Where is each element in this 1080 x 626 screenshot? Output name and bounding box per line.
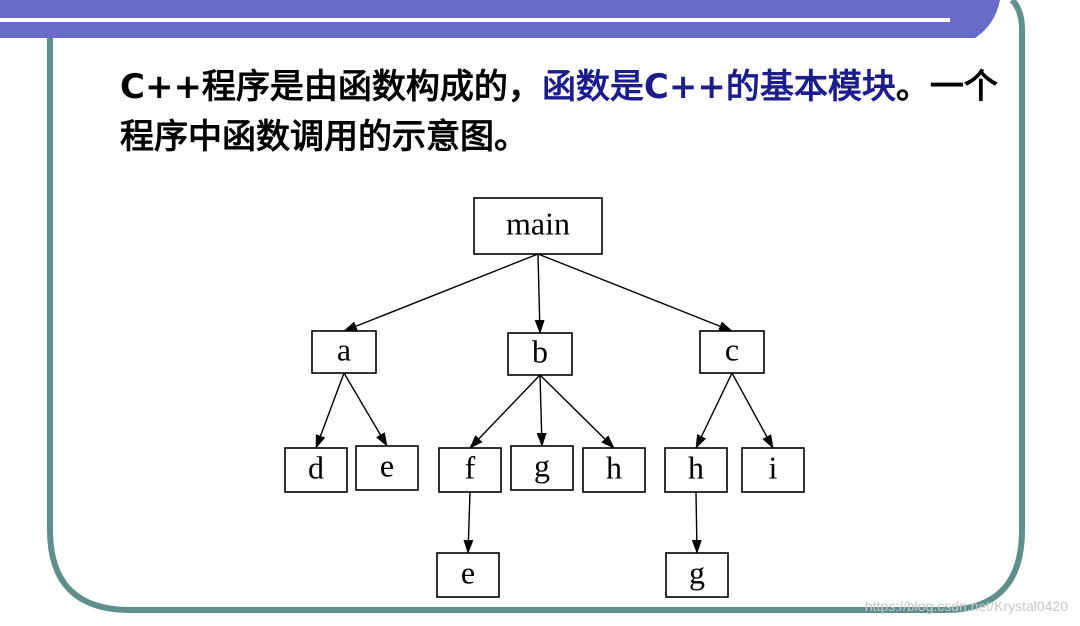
node-label-h_g: g — [689, 554, 705, 590]
node-box-b_g — [510, 445, 574, 491]
node-box-a_e — [355, 445, 419, 491]
node-h_g: g — [665, 552, 729, 598]
edge-c-to-c_i — [731, 372, 774, 449]
edge-a-to-a_e — [343, 372, 388, 447]
node-label-c: c — [725, 331, 739, 367]
node-f_e: e — [436, 552, 500, 598]
watermark: https://blog.csdn.net/Krystal0420 — [864, 598, 1068, 614]
header-line — [0, 18, 950, 22]
edge-b-to-b_f — [469, 374, 541, 449]
node-box-f_e — [436, 552, 500, 598]
node-box-b_h — [582, 447, 646, 493]
node-label-a_d: d — [308, 449, 324, 485]
node-box-a_d — [284, 447, 348, 493]
node-label-b: b — [532, 333, 548, 369]
node-label-main: main — [506, 205, 570, 241]
node-label-c_h: h — [688, 449, 704, 485]
edge-c_h-to-h_g — [691, 491, 702, 554]
node-a_d: d — [284, 447, 348, 493]
edge-b_f-to-f_e — [463, 491, 474, 554]
slide-title: C++程序是由函数构成的，函数是C++的基本模块。一个程序中函数调用的示意图。 — [120, 62, 1020, 162]
edge-main-to-a — [343, 253, 539, 332]
node-box-h_g — [665, 552, 729, 598]
node-b_h: h — [582, 447, 646, 493]
node-label-b_h: h — [606, 449, 622, 485]
node-box-c_i — [741, 447, 805, 493]
edge-a-to-a_d — [315, 372, 345, 449]
node-label-c_i: i — [769, 449, 778, 485]
node-box-a — [311, 330, 377, 374]
edge-c-to-c_h — [695, 372, 733, 449]
node-c_h: h — [664, 447, 728, 493]
node-c: c — [699, 330, 765, 374]
edge-b-to-b_h — [539, 374, 615, 449]
node-b: b — [507, 332, 573, 376]
node-a_e: e — [355, 445, 419, 491]
title-part-3: 。一个程序中函数调用的示意图。 — [120, 67, 998, 157]
edge-main-to-c — [537, 253, 733, 332]
node-box-main — [473, 197, 603, 255]
node-b_f: f — [438, 447, 502, 493]
node-box-b — [507, 332, 573, 376]
nodes-layer: main a b c d e f g h h i e g — [284, 197, 805, 598]
title-part-1: C++程序是由函数构成的， — [120, 67, 542, 107]
node-label-b_f: f — [465, 449, 476, 485]
node-label-f_e: e — [461, 554, 475, 590]
node-c_i: i — [741, 447, 805, 493]
edges-layer — [315, 253, 774, 554]
node-main: main — [473, 197, 603, 255]
node-b_g: g — [510, 445, 574, 491]
node-box-c_h — [664, 447, 728, 493]
node-box-c — [699, 330, 765, 374]
edge-b-to-b_g — [536, 374, 547, 447]
node-label-a_e: e — [380, 447, 394, 483]
title-part-2-highlight: 函数是C++的基本模块 — [541, 67, 896, 107]
node-label-a: a — [337, 331, 351, 367]
node-label-b_g: g — [534, 447, 550, 483]
edge-main-to-b — [534, 253, 545, 334]
node-a: a — [311, 330, 377, 374]
frame-border — [47, 0, 1025, 613]
node-box-b_f — [438, 447, 502, 493]
